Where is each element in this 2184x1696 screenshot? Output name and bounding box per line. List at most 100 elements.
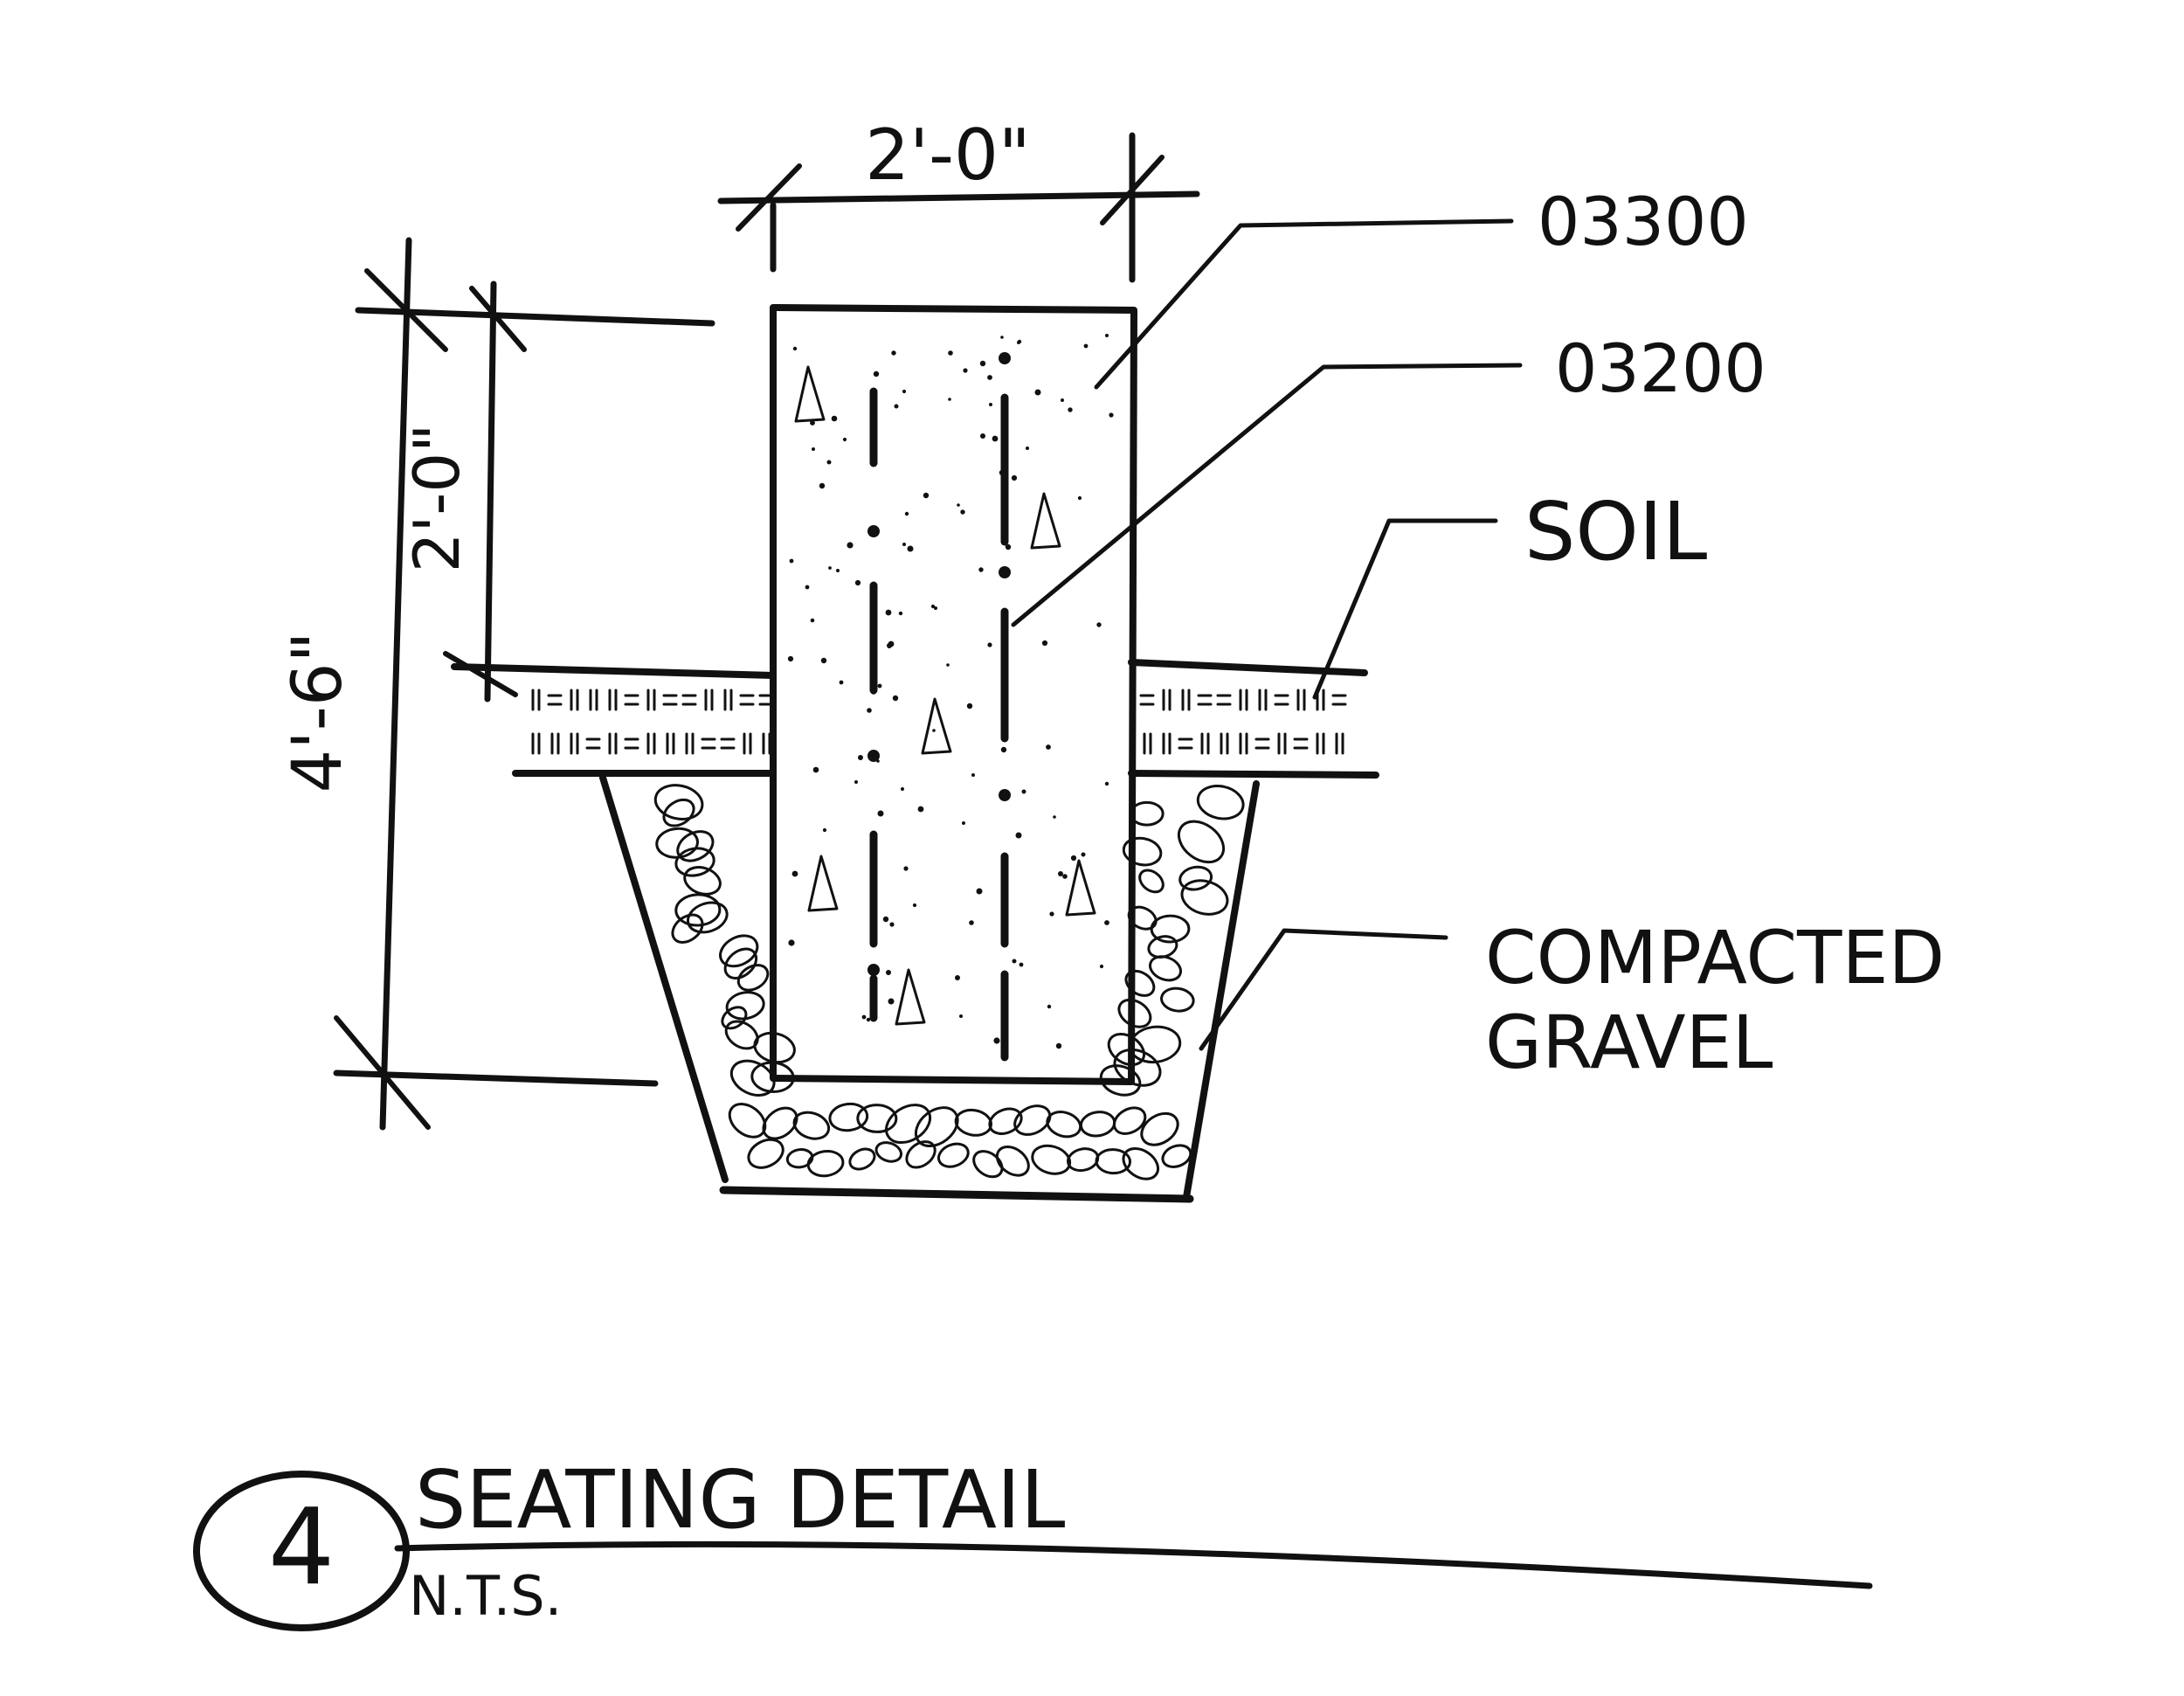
concrete-stipple <box>987 375 992 380</box>
soil-hatch-mark <box>646 689 656 711</box>
gravel-stone <box>674 847 715 877</box>
concrete-stipple <box>1017 341 1020 344</box>
concrete-stipple <box>792 346 798 351</box>
concrete-stipple <box>810 618 815 623</box>
concrete-stipple <box>903 866 909 871</box>
gravel-stone <box>995 1146 1030 1177</box>
concrete-stipple <box>836 569 840 572</box>
concrete-stipple <box>885 609 892 616</box>
soil-hatch-mark <box>1143 732 1152 755</box>
rebar-dot <box>999 352 1011 364</box>
concrete-stipple <box>1005 543 1012 550</box>
concrete-stipple <box>873 370 880 377</box>
gravel-stone <box>1079 1111 1116 1138</box>
aggregate-mark <box>1065 859 1096 917</box>
concrete-stipple <box>1046 744 1051 750</box>
soil-hatch-mark <box>570 732 579 755</box>
soil-hatch-mark <box>624 694 639 706</box>
soil-hatch-mark <box>531 689 541 711</box>
concrete-stipple <box>842 437 847 442</box>
concrete-stipple <box>854 579 861 586</box>
soil-hatch-mark <box>1316 732 1325 755</box>
concrete-stipple <box>957 503 960 507</box>
gravel-stone <box>1150 914 1191 944</box>
concrete-stipple <box>886 970 891 975</box>
concrete-stipple <box>805 585 810 590</box>
soil-hatch-mark <box>1331 694 1347 706</box>
soil-hatch-mark <box>1178 737 1193 750</box>
soil-hatch-mark <box>608 732 618 755</box>
soil-hatch-mark <box>1162 689 1171 711</box>
concrete-stipple <box>871 689 876 695</box>
soil-hatch-mark <box>570 689 579 711</box>
concrete-stipple <box>1000 336 1004 339</box>
gravel-stone <box>874 1141 903 1163</box>
concrete-stipple <box>902 389 907 394</box>
concrete-stipple <box>978 567 984 572</box>
gravel-stone <box>1046 1111 1082 1139</box>
concrete-stipple <box>959 1014 963 1018</box>
concrete-stipple <box>1021 789 1026 794</box>
concrete-stipple <box>888 998 895 1005</box>
concrete-stipple <box>912 903 917 908</box>
concrete-stipple <box>992 435 999 442</box>
concrete-stipple <box>1109 412 1114 418</box>
soil-hatch-mark <box>685 732 695 755</box>
gravel-stone <box>936 1142 970 1168</box>
soil-hatch-mark <box>547 694 563 706</box>
concrete-stipple <box>1049 911 1054 917</box>
height-dimensions: 4'-6" 2'-0" <box>279 237 715 1131</box>
aggregate-mark <box>921 697 952 755</box>
concrete-stipple <box>892 695 899 702</box>
callouts: 03300 03200 SOIL COMPACTED GRAVEL <box>1011 183 1945 1085</box>
gravel-stone <box>1161 1144 1192 1168</box>
concrete-stipple <box>1026 446 1029 450</box>
concrete-stipple <box>858 755 863 760</box>
concrete-stipple <box>966 703 973 710</box>
callout-gravel-line-1: COMPACTED <box>1485 915 1945 1000</box>
concrete-stipple <box>854 780 858 784</box>
concrete-stipple <box>810 420 815 426</box>
concrete-stipple <box>882 916 889 923</box>
concrete-stipple <box>861 1014 867 1020</box>
concrete-stipple <box>1047 1004 1052 1009</box>
concrete-stipple <box>955 975 960 980</box>
rebar-dot <box>867 525 880 537</box>
concrete-stipple <box>948 350 953 356</box>
detail-number: 4 <box>268 1487 335 1609</box>
concrete-stipple <box>980 433 985 439</box>
gravel-stone <box>1099 1064 1142 1097</box>
gravel-stone <box>1149 955 1183 982</box>
concrete-stipple <box>1061 398 1064 402</box>
gravel-stone <box>724 1020 759 1050</box>
gravel-stone <box>653 784 704 820</box>
rebar-dot <box>999 566 1011 578</box>
concrete-stipple <box>1034 389 1041 396</box>
concrete-stipple <box>888 640 895 647</box>
concrete-stipple <box>1055 1042 1062 1049</box>
concrete-stipple <box>839 680 844 685</box>
soil-hatch-mark <box>1277 732 1287 755</box>
gravel-stone <box>1122 1146 1160 1180</box>
gravel-stone <box>1067 1147 1100 1173</box>
concrete-stipple <box>902 543 906 546</box>
concrete-stipple <box>871 675 874 678</box>
concrete-stipple <box>1058 871 1063 876</box>
concrete-stipple <box>1068 407 1073 412</box>
gravel-stone <box>721 1006 748 1030</box>
concrete-stipple <box>971 773 975 777</box>
aggregate-mark <box>895 968 926 1026</box>
concrete-stipple <box>932 729 936 732</box>
gravel-stone <box>1122 836 1163 867</box>
callout-reinforcing: 03200 <box>1555 329 1766 407</box>
gravel-stone <box>988 1107 1023 1135</box>
soil-hatch-mark <box>1216 694 1232 706</box>
gravel-stone <box>1140 1111 1179 1146</box>
soil-hatch-mark <box>701 737 716 750</box>
concrete-stipple <box>788 939 795 946</box>
title-block: 4 SEATING DETAIL N.T.S. <box>193 1453 1873 1631</box>
concrete-stipple <box>1070 855 1077 862</box>
concrete-stipple <box>946 663 950 667</box>
gravel-stone <box>1013 1104 1052 1136</box>
